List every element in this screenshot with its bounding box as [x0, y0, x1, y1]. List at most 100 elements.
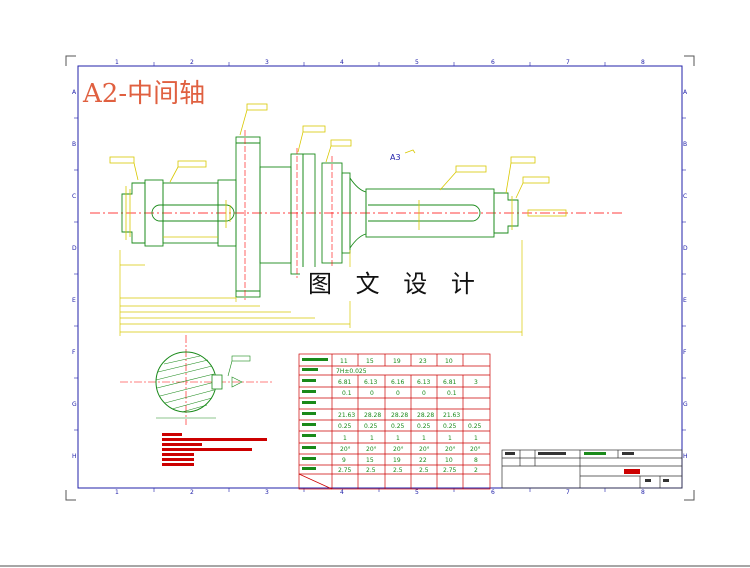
row-label-left: D [72, 245, 77, 252]
svg-text:28.28: 28.28 [391, 412, 408, 419]
svg-text:28.28: 28.28 [417, 412, 434, 419]
gear-table-header-cell: 10 [445, 358, 453, 365]
row-label-left: H [72, 453, 77, 460]
row-label-right: F [683, 349, 687, 356]
title-block [501, 449, 683, 489]
col-label-bottom: 1 [115, 489, 119, 496]
gear-table-row-4: 21.63 28.28 28.28 28.28 21.63 [338, 412, 460, 419]
col-label-bottom: 5 [415, 489, 419, 496]
svg-text:2.5: 2.5 [366, 467, 376, 474]
svg-text:6.13: 6.13 [364, 379, 378, 386]
shaft-hub [259, 166, 292, 264]
svg-text:19: 19 [393, 457, 401, 464]
svg-text:20°: 20° [340, 446, 351, 453]
shaft-elevation-view: A3 [90, 103, 622, 336]
svg-text:2.5: 2.5 [393, 467, 403, 474]
row-label-left: B [72, 141, 76, 148]
gear-table-header-cell: 23 [419, 358, 427, 365]
technical-notes-blocks [162, 433, 267, 466]
svg-text:1: 1 [448, 435, 452, 442]
svg-text:22: 22 [419, 457, 427, 464]
svg-text:0.25: 0.25 [468, 423, 482, 430]
row-label-right: G [683, 401, 688, 408]
svg-text:6.13: 6.13 [417, 379, 431, 386]
gear-table-grid [298, 353, 491, 490]
svg-text:10: 10 [445, 457, 453, 464]
svg-text:6.81: 6.81 [443, 379, 457, 386]
svg-text:1: 1 [422, 435, 426, 442]
row-label-right: E [683, 297, 687, 304]
col-label-bottom: 6 [491, 489, 495, 496]
svg-text:6.16: 6.16 [391, 379, 405, 386]
svg-text:0.25: 0.25 [417, 423, 431, 430]
svg-text:20°: 20° [445, 446, 456, 453]
middle-gear-web [302, 153, 316, 275]
svg-text:1: 1 [343, 435, 347, 442]
row-label-right: B [683, 141, 687, 148]
callout-tags [109, 103, 567, 217]
col-label-top: 5 [415, 59, 419, 66]
col-label-bottom: 3 [265, 489, 269, 496]
gear-table-row-titles [302, 358, 328, 470]
gear-table-row-8: 9 15 19 22 10 8 [342, 457, 478, 464]
svg-text:20°: 20° [470, 446, 481, 453]
svg-text:20°: 20° [366, 446, 377, 453]
gear-table-tolerance: 7H±0.025 [336, 368, 367, 375]
col-label-top: 7 [566, 59, 570, 66]
svg-text:1: 1 [370, 435, 374, 442]
svg-text:0: 0 [422, 390, 426, 397]
svg-text:1: 1 [396, 435, 400, 442]
svg-text:1: 1 [474, 435, 478, 442]
svg-text:2: 2 [474, 467, 478, 474]
row-label-right: C [683, 193, 687, 200]
gear-table-row-9: 2.75 2.5 2.5 2.5 2.75 2 [338, 467, 478, 474]
row-label-left: F [72, 349, 76, 356]
col-label-bottom: 8 [641, 489, 645, 496]
row-label-right: D [683, 245, 688, 252]
col-label-top: 8 [641, 59, 645, 66]
gear-table-row-6: 1 1 1 1 1 1 [343, 435, 478, 442]
row-label-left: E [72, 297, 76, 304]
col-label-top: 1 [115, 59, 119, 66]
svg-text:2.75: 2.75 [443, 467, 457, 474]
gear-table-row-1: 6.81 6.13 6.16 6.13 6.81 3 [338, 379, 478, 386]
gear-table-header-cell: 11 [340, 358, 348, 365]
svg-text:0: 0 [396, 390, 400, 397]
svg-text:21.63: 21.63 [338, 412, 355, 419]
gear-table-header-cell: 19 [393, 358, 401, 365]
svg-text:15: 15 [366, 457, 374, 464]
col-label-top: 3 [265, 59, 269, 66]
watermark-text: 图 文 设 计 [308, 270, 483, 298]
svg-text:20°: 20° [419, 446, 430, 453]
gear-table-row-5: 0.25 0.25 0.25 0.25 0.25 0.25 [338, 423, 482, 430]
col-label-bottom: 4 [340, 489, 344, 496]
gear-table-row-7: 20° 20° 20° 20° 20° 20° [340, 446, 481, 453]
gear-parameter-table: 11 15 19 23 10 7H±0.025 6.81 6.13 6.16 6… [298, 353, 491, 490]
svg-text:8: 8 [474, 457, 478, 464]
row-label-left: A [72, 89, 77, 96]
shaft-right-journal [493, 192, 519, 234]
svg-text:0: 0 [370, 390, 374, 397]
col-label-top: 2 [190, 59, 194, 66]
svg-text:20°: 20° [393, 446, 404, 453]
row-label-left: C [72, 193, 76, 200]
svg-text:0.1: 0.1 [342, 390, 352, 397]
svg-text:0.25: 0.25 [443, 423, 457, 430]
svg-text:2.75: 2.75 [338, 467, 352, 474]
svg-text:3: 3 [474, 379, 478, 386]
col-label-bottom: 7 [566, 489, 570, 496]
gear-table-header-cell: 15 [366, 358, 374, 365]
col-label-bottom: 2 [190, 489, 194, 496]
svg-text:2.5: 2.5 [419, 467, 429, 474]
row-label-right: H [683, 453, 688, 460]
svg-text:0.1: 0.1 [447, 390, 457, 397]
col-label-top: 6 [491, 59, 495, 66]
row-label-left: G [72, 401, 77, 408]
zone-labels: 1 2 3 4 5 6 7 8 1 2 3 4 5 6 7 8 A B C D … [72, 59, 688, 496]
watermark-bg [300, 267, 450, 301]
svg-text:0.25: 0.25 [391, 423, 405, 430]
svg-text:0.25: 0.25 [364, 423, 378, 430]
drawing-title: A2-中间轴 [82, 79, 205, 109]
svg-text:9: 9 [342, 457, 346, 464]
frame-ticks [74, 62, 686, 492]
